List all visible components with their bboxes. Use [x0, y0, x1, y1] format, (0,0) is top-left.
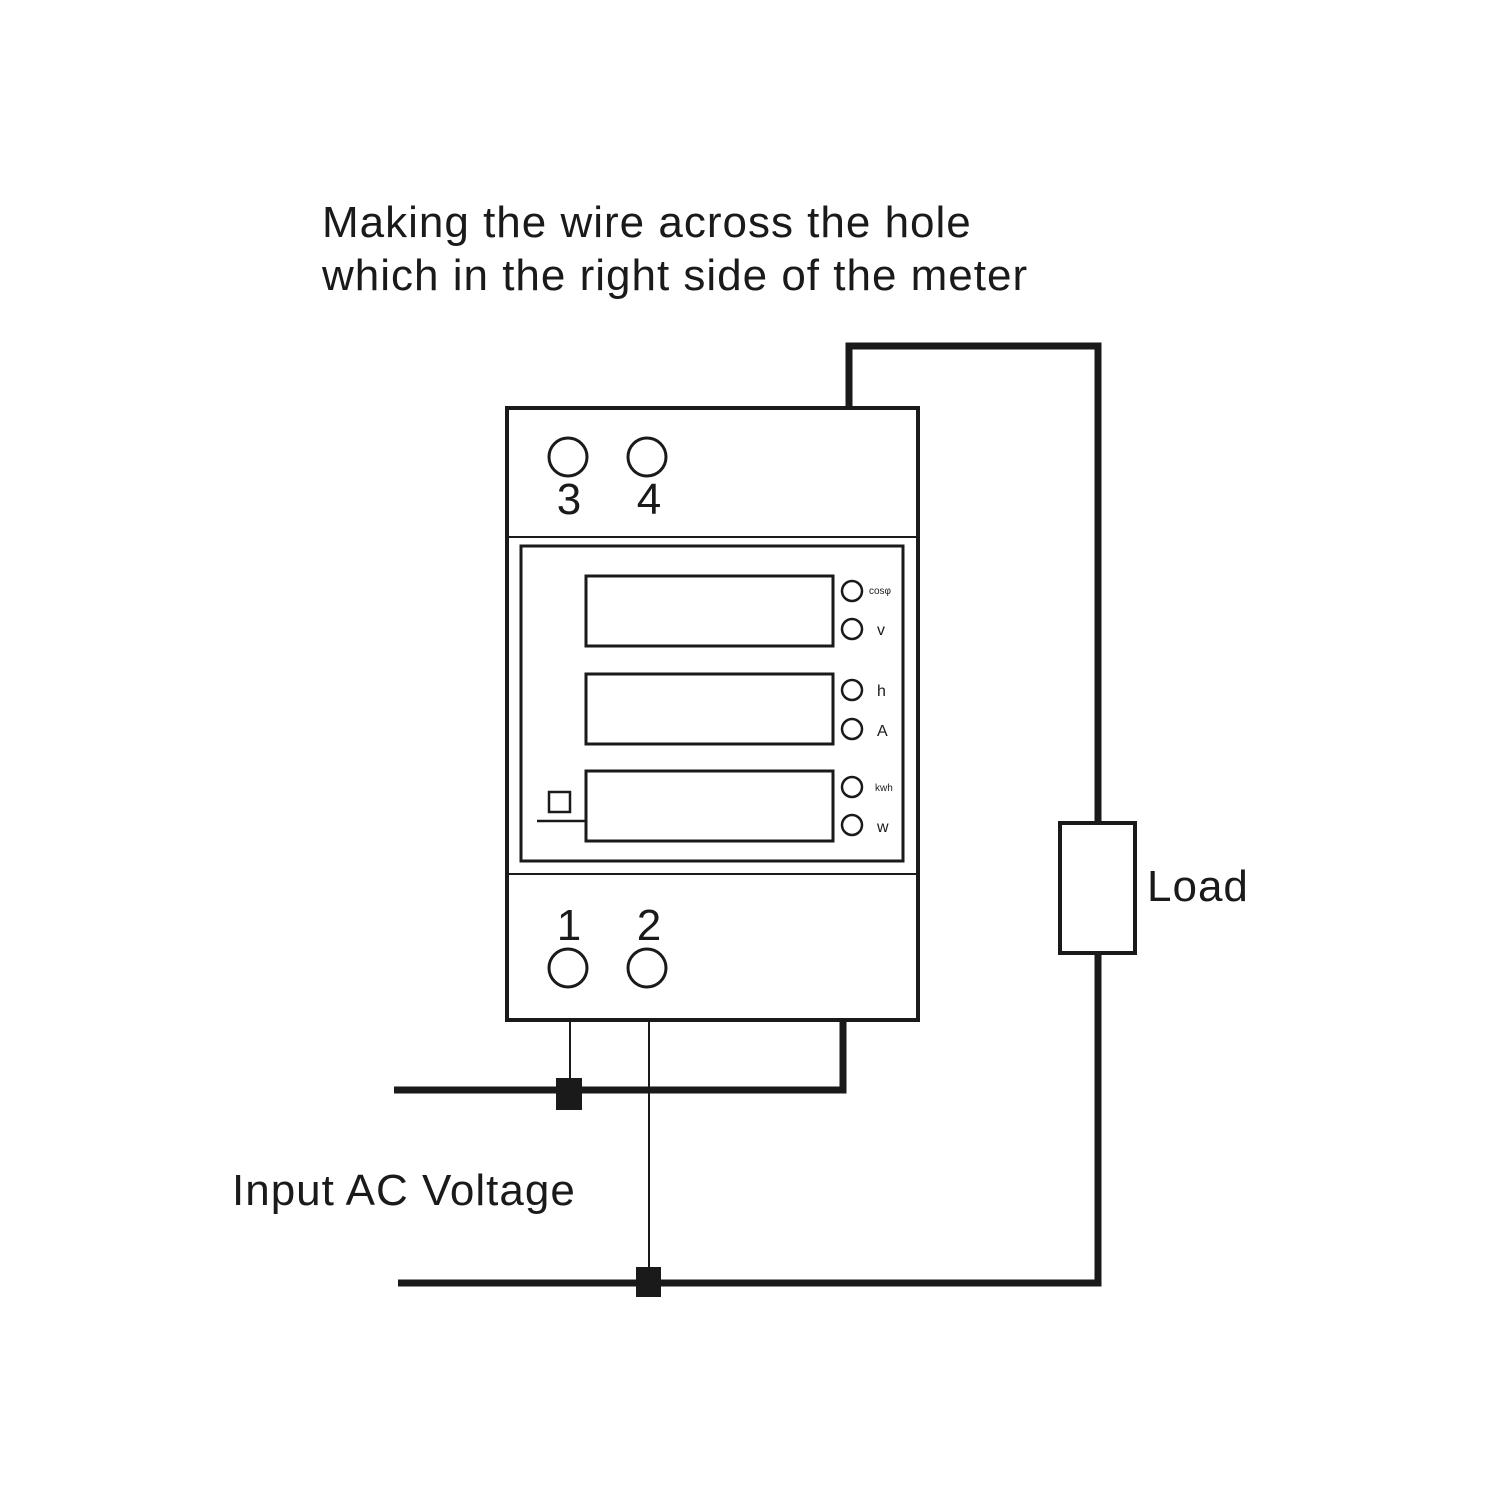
led-h-icon: [840, 678, 864, 702]
load-icon: [1058, 821, 1137, 955]
button-icon: [547, 790, 572, 814]
led-kwh-icon: [840, 775, 864, 799]
led-v-icon: [840, 617, 864, 641]
junction-2-icon: [636, 1267, 661, 1297]
input-ac-voltage-label: Input AC Voltage: [232, 1166, 576, 1215]
led-cosphi-icon: [840, 579, 864, 603]
terminal-4-icon: [626, 436, 668, 478]
meter-housing: [505, 406, 920, 1022]
meter: cosφ v h A kwh w 3 4 1 2: [505, 406, 920, 1022]
display-panel: [519, 544, 905, 863]
display-1: [584, 574, 835, 648]
terminal-1-icon: [547, 947, 589, 989]
led-label-cosphi: cosφ: [869, 586, 892, 597]
led-label-kwh: kwh: [875, 783, 893, 794]
terminal-2-icon: [626, 947, 668, 989]
wire-input-line-1: [394, 1020, 847, 1094]
led-a-icon: [840, 717, 864, 741]
wire-load-to-input-line-2: [398, 953, 1102, 1287]
caption-line-2: which in the right side of the meter: [321, 251, 1028, 300]
led-label-w: w: [876, 819, 889, 836]
display-2: [584, 672, 835, 746]
led-label-a: A: [877, 723, 888, 740]
load-label: Load: [1147, 862, 1249, 911]
led-label-v: v: [877, 622, 885, 639]
terminal-2-label: 2: [637, 901, 661, 950]
junction-1-icon: [556, 1078, 582, 1110]
caption-line-1: Making the wire across the hole: [322, 198, 972, 247]
led-w-icon: [840, 813, 864, 837]
wire-through-meter-to-load: [845, 342, 1102, 822]
display-3: [584, 769, 835, 843]
indicator-leds: cosφ v h A kwh w: [840, 579, 893, 837]
terminal-4-label: 4: [637, 475, 661, 524]
led-label-h: h: [877, 683, 886, 700]
terminal-1-label: 1: [557, 901, 581, 950]
terminal-3-label: 3: [557, 475, 581, 524]
terminal-3-icon: [547, 436, 589, 478]
